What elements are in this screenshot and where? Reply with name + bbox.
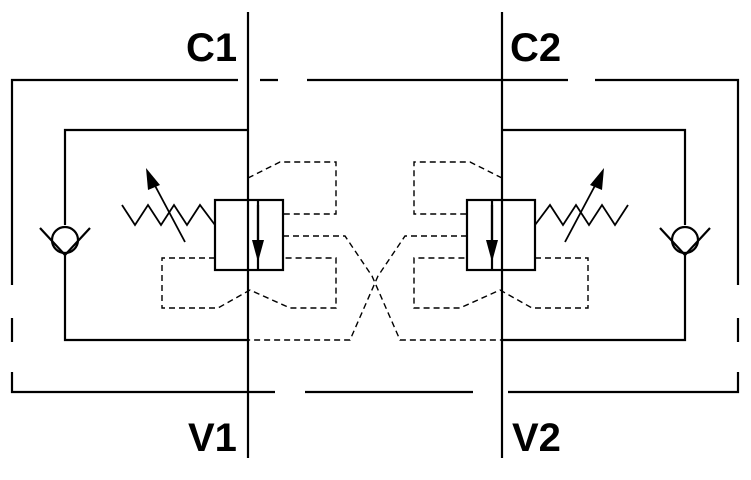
port-label-v1: V1 [188,416,237,460]
left-adjustable-spring-icon [121,168,216,243]
outer-enclosure [10,78,740,394]
right-pilot-lines [248,161,589,341]
left-check-valve-icon [39,225,91,257]
left-pilot-lines [161,161,502,341]
right-adjustable-spring-icon [534,168,629,243]
left-valve-body [213,198,285,272]
port-label-v2: V2 [512,416,561,460]
right-check-valve-icon [659,225,711,257]
left-bypass-loop [63,128,248,342]
port-label-c1: C1 [186,26,238,70]
right-valve-body [465,198,537,272]
port-label-c2: C2 [510,26,562,70]
right-bypass-loop [502,128,687,342]
